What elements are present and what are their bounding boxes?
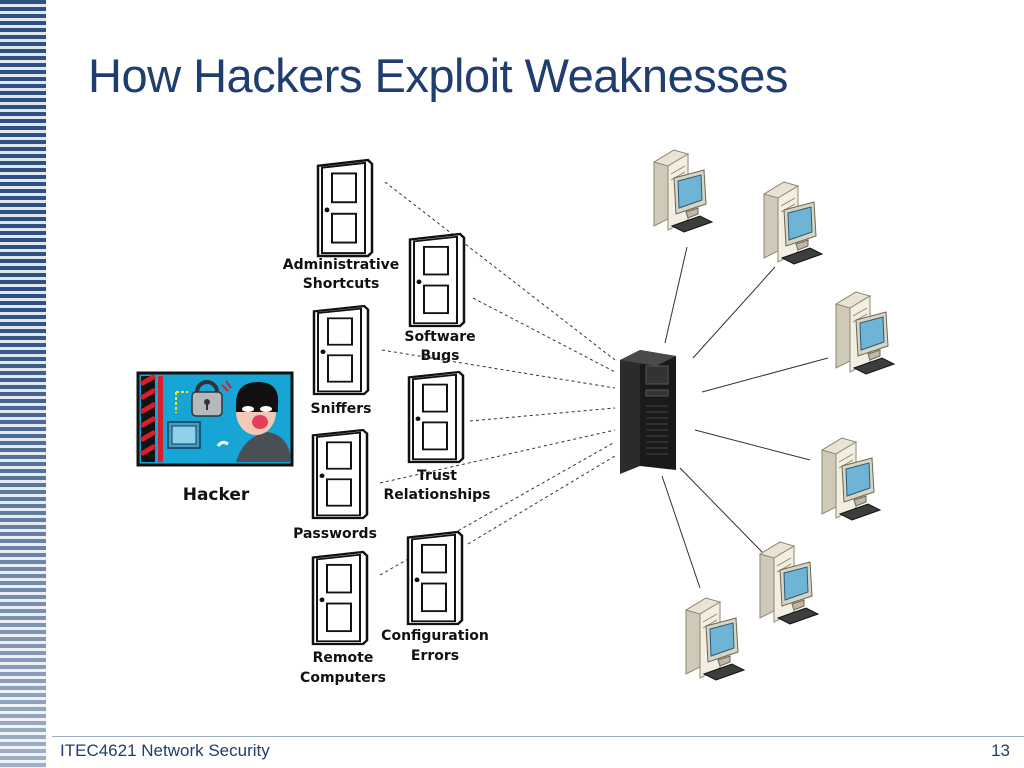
door-icon [316,158,374,258]
server-tower-icon [620,350,676,474]
solid-links [661,246,829,589]
door-icon [311,550,369,646]
door-label-line2: Relationships [383,487,490,503]
door-passwords: Passwords [293,428,377,542]
door-icon [311,428,369,520]
door-label-line1: Remote [313,650,374,666]
dashed-links [379,181,616,576]
door-icon [407,370,465,464]
door-software-bugs: Software Bugs [404,232,476,364]
door-label-line1: Administrative [283,257,400,273]
door-icon [312,304,370,396]
door-label-line2: Shortcuts [303,276,380,292]
door-administrative-shortcuts: Administrative Shortcuts [283,158,400,292]
desktop-computer-icon [835,291,895,375]
door-label-line1: Trust [417,468,457,484]
desktop-computer-icon [759,541,819,625]
door-label-line2: Errors [411,648,459,664]
door-label-line1: Passwords [293,526,377,542]
padlock-icon [191,380,223,417]
door-configuration-errors: Configuration Errors [381,530,489,664]
door-label-line1: Sniffers [311,401,372,417]
page-number: 13 [991,741,1010,760]
door-icon [408,232,466,328]
slide-title: How Hackers Exploit Weaknesses [88,49,788,102]
desktop-computer-icon [821,437,881,521]
hacker-illustration [136,371,294,467]
door-remote-computers: Remote Computers [300,550,386,686]
door-sniffers: Sniffers [311,304,372,417]
door-label-line1: Software [404,329,475,345]
door-trust-relationships: Trust Relationships [383,370,491,503]
door-label-line2: Computers [300,670,386,686]
hacker-label: Hacker [183,485,250,505]
desktop-computer-icon [653,149,713,233]
footer-course-title: ITEC4621 Network Security [60,741,270,760]
door-label-line1: Configuration [381,628,489,644]
door-label-line2: Bugs [421,348,460,364]
footer-divider [52,736,1024,737]
door-icon [406,530,464,626]
sidebar-fade [0,0,46,768]
desktop-computer-icon [685,597,745,681]
desktop-computer-icon [763,181,823,265]
